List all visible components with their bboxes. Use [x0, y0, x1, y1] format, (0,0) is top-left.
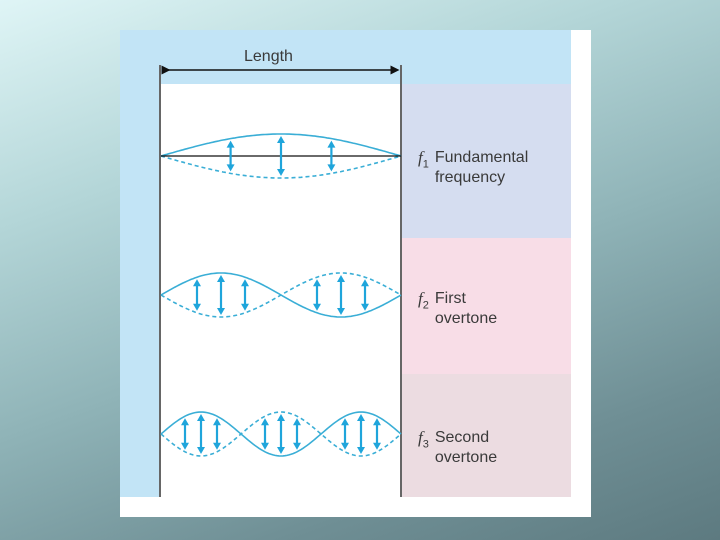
mode-1-symbol: f1 — [418, 148, 429, 167]
diagram-frame: Length f1 Fundamental frequency f2 First ove… — [120, 30, 591, 517]
mode-3-symbol: f3 — [418, 428, 429, 447]
displacement-arrow — [357, 414, 365, 454]
mode-2-line1: First — [435, 290, 466, 307]
displacement-arrow — [217, 275, 225, 315]
displacement-arrow — [181, 418, 189, 450]
displacement-arrow — [277, 414, 285, 454]
mode-3-label: f3 Second overtone — [418, 428, 497, 468]
displacement-arrow — [341, 418, 349, 450]
mode-1-line2: frequency — [435, 169, 505, 186]
length-label: Length — [244, 47, 293, 67]
mode-2-label: f2 First overtone — [418, 289, 497, 329]
mode-3-line2: overtone — [435, 449, 497, 466]
displacement-arrow — [313, 279, 321, 311]
mode-3-line1: Second — [435, 429, 489, 446]
displacement-arrow — [193, 279, 201, 311]
displacement-arrow — [373, 418, 381, 450]
mode-1-line1: Fundamental — [435, 149, 528, 166]
displacement-arrow — [337, 275, 345, 315]
displacement-arrow — [241, 279, 249, 311]
mode-2-symbol: f2 — [418, 289, 429, 308]
displacement-arrow — [197, 414, 205, 454]
mode-1-label: f1 Fundamental frequency — [418, 148, 528, 188]
displacement-arrow — [361, 279, 369, 311]
standing-wave-diagram — [120, 30, 591, 517]
displacement-arrow — [213, 418, 221, 450]
displacement-arrow — [261, 418, 269, 450]
left-band — [120, 30, 160, 497]
displacement-arrow — [293, 418, 301, 450]
top-band — [120, 30, 571, 84]
mode-2-line2: overtone — [435, 310, 497, 327]
